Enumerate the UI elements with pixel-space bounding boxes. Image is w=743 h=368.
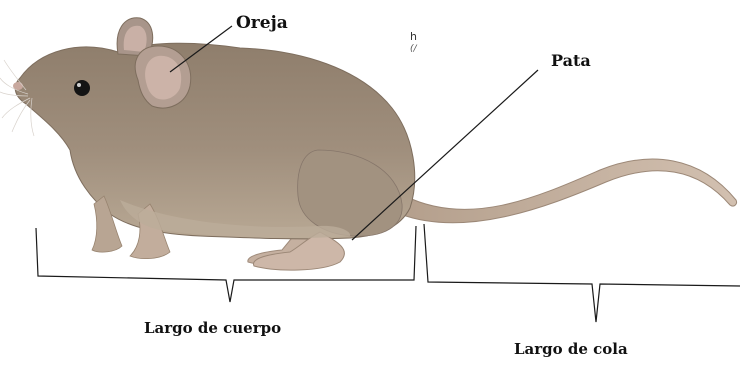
ear-label: Oreja — [236, 13, 288, 33]
mouse-eye — [74, 80, 90, 96]
cropped-text-line2: (/ — [410, 43, 417, 55]
tail-length-label: Largo de cola — [514, 340, 628, 358]
tail-length-brace — [424, 224, 740, 322]
body-length-label: Largo de cuerpo — [144, 319, 281, 337]
cropped-text-fragment: h (/ — [410, 31, 417, 55]
cropped-text-line1: h — [410, 31, 417, 43]
paw-label: Pata — [551, 51, 591, 70]
mouse-tail — [400, 159, 737, 223]
